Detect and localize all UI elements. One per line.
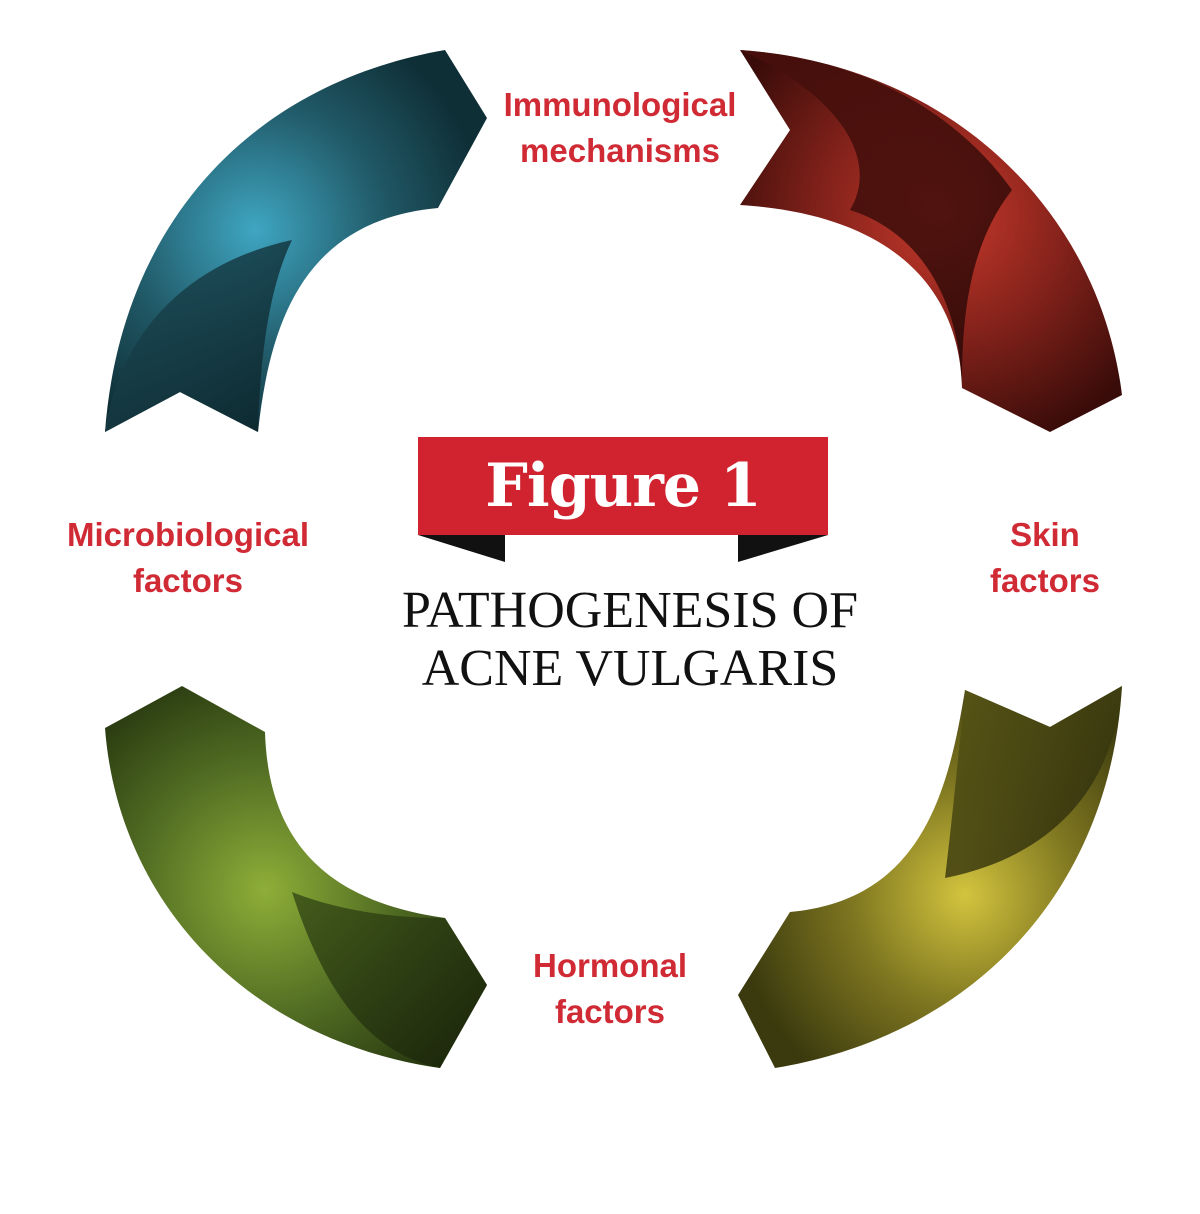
factor-microbiological-factors: Microbiological factors xyxy=(38,512,338,604)
factor-label-line: Immunological xyxy=(503,86,737,123)
factor-label-line: factors xyxy=(132,562,244,599)
banner-rect xyxy=(418,437,828,535)
factor-skin-factors: Skin factors xyxy=(945,512,1145,604)
arrow-skin-to-hormonal xyxy=(738,686,1122,1068)
arrow-immunological-to-skin xyxy=(740,50,1122,432)
factor-label-line: Skin xyxy=(1010,516,1080,553)
arrow-fold xyxy=(105,240,292,432)
arrow-fold xyxy=(945,686,1122,878)
factor-label-line: Microbiological xyxy=(66,516,310,553)
figure-label: Figure 1 xyxy=(485,451,761,521)
factor-label-line: factors xyxy=(554,993,666,1030)
arrow-fold xyxy=(292,892,487,1068)
arrow-fold xyxy=(740,50,1012,388)
factor-label-line: mechanisms xyxy=(520,132,720,169)
factor-label-line: Hormonal xyxy=(532,947,687,984)
factor-immunological-mechanisms: Immunological mechanisms xyxy=(470,82,770,174)
factor-hormonal-factors: Hormonal factors xyxy=(460,943,760,1035)
banner-tail-right xyxy=(738,535,828,562)
factor-label-line: factors xyxy=(989,562,1101,599)
figure-banner-shape xyxy=(418,437,828,562)
banner-tail-left xyxy=(418,535,505,562)
title-line-2: ACNE VULGARIS xyxy=(421,640,839,697)
title-line-1: PATHOGENESIS OF xyxy=(401,582,859,639)
diagram-title: PATHOGENESIS OF ACNE VULGARIS xyxy=(330,582,930,698)
arrow-hormonal-to-microbiological xyxy=(105,686,487,1068)
arrow-microbiological-to-immunological xyxy=(105,50,487,432)
